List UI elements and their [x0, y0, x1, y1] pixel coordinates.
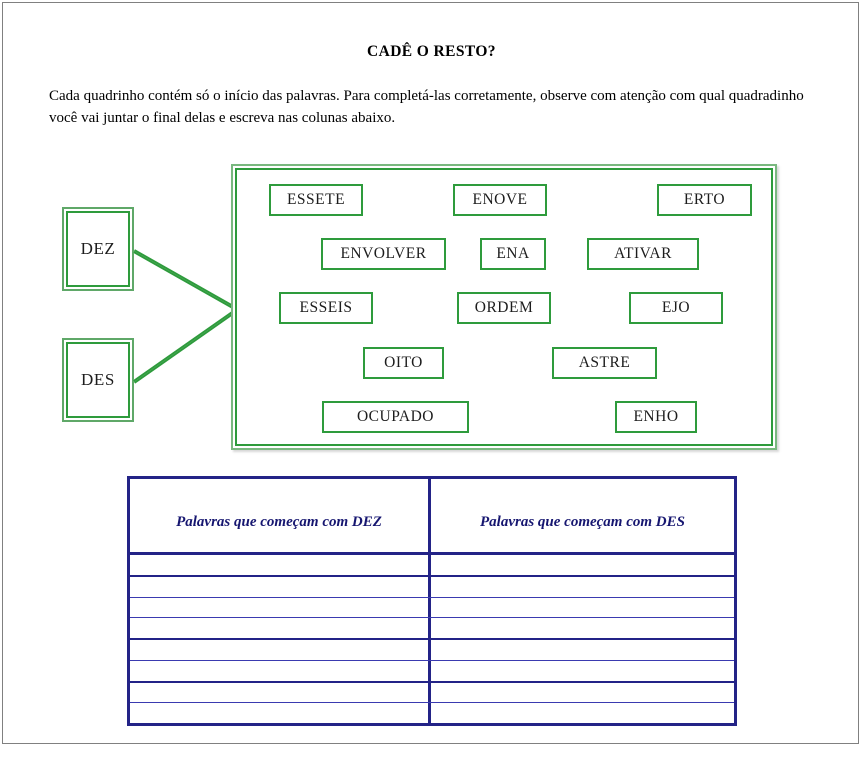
instructions-text: Cada quadrinho contém só o início das pa…	[49, 88, 804, 127]
table-row	[130, 640, 734, 661]
word-box-ejo[interactable]: EJO	[629, 292, 723, 324]
word-box-label: ENOVE	[472, 191, 528, 208]
answer-cell-des[interactable]	[431, 703, 734, 723]
word-box-label: OCUPADO	[356, 408, 434, 425]
answer-cell-des[interactable]	[431, 640, 734, 660]
word-box-label: EJO	[661, 299, 691, 316]
table-row	[130, 597, 734, 619]
word-box-label: ENA	[496, 245, 530, 262]
answer-cell-dez[interactable]	[130, 618, 431, 638]
word-box-label: ESSEIS	[299, 299, 353, 316]
worksheet-page: CADÊ O RESTO? Cada quadrinho contém só o…	[2, 2, 859, 744]
answer-cell-dez[interactable]	[130, 703, 431, 723]
word-box-ordem[interactable]: ORDEM	[457, 292, 551, 324]
answer-cell-dez[interactable]	[130, 682, 431, 703]
table-row	[130, 576, 734, 598]
word-box-ativar[interactable]: ATIVAR	[587, 238, 699, 270]
page-title: CADÊ O RESTO?	[367, 43, 496, 60]
word-box-essete[interactable]: ESSETE	[269, 184, 363, 216]
answer-cell-dez[interactable]	[130, 597, 431, 618]
table-row	[130, 555, 734, 577]
table-header-dez: Palavras que começam com DEZ	[130, 479, 431, 552]
prefix-label-dez: DEZ	[66, 211, 130, 287]
word-bank-container: ESSETE ENOVE ERTO ENVOLVER ENA ATIVAR ESSEIS OR…	[231, 164, 777, 450]
word-box-erto[interactable]: ERTO	[657, 184, 752, 216]
word-box-label: ATIVAR	[614, 245, 672, 262]
connector-line-dez	[133, 249, 240, 312]
answer-cell-des[interactable]	[431, 555, 734, 575]
answer-cell-dez[interactable]	[130, 660, 431, 681]
word-box-enove[interactable]: ENOVE	[453, 184, 547, 216]
prefix-box-dez[interactable]: DEZ	[62, 207, 134, 291]
table-row	[130, 682, 734, 704]
word-box-label: ORDEM	[474, 299, 534, 316]
word-box-ocupado[interactable]: OCUPADO	[322, 401, 469, 433]
word-box-enho[interactable]: ENHO	[615, 401, 697, 433]
prefix-box-des[interactable]: DES	[62, 338, 134, 422]
word-box-label: ESSETE	[286, 191, 346, 208]
word-box-label: ENVOLVER	[340, 245, 427, 262]
answer-cell-dez[interactable]	[130, 576, 431, 597]
prefix-label-des: DES	[66, 342, 130, 418]
word-box-astre[interactable]: ASTRE	[552, 347, 657, 379]
word-box-label: OITO	[384, 354, 423, 371]
table-row	[130, 660, 734, 683]
word-box-label: ASTRE	[578, 354, 631, 371]
table-header-row: Palavras que começam com DEZ Palavras qu…	[130, 479, 734, 555]
connector-line-des	[132, 311, 234, 384]
table-row	[130, 703, 734, 723]
answer-cell-dez[interactable]	[130, 640, 431, 660]
word-bank-inner: ESSETE ENOVE ERTO ENVOLVER ENA ATIVAR ESSEIS OR…	[235, 168, 773, 446]
answer-cell-des[interactable]	[431, 683, 734, 703]
table-body	[130, 555, 734, 723]
word-box-esseis[interactable]: ESSEIS	[279, 292, 373, 324]
answer-cell-des[interactable]	[431, 577, 734, 597]
answer-cell-dez[interactable]	[130, 555, 431, 575]
table-row	[130, 618, 734, 640]
answer-cell-des[interactable]	[431, 661, 734, 681]
answer-table: Palavras que começam com DEZ Palavras qu…	[127, 476, 737, 726]
word-box-oito[interactable]: OITO	[363, 347, 444, 379]
word-box-envolver[interactable]: ENVOLVER	[321, 238, 446, 270]
table-header-des: Palavras que começam com DES	[480, 514, 685, 530]
word-box-label: ERTO	[683, 191, 726, 208]
word-box-label: ENHO	[633, 408, 679, 425]
word-box-ena[interactable]: ENA	[480, 238, 546, 270]
answer-cell-des[interactable]	[431, 598, 734, 618]
answer-cell-des[interactable]	[431, 618, 734, 638]
